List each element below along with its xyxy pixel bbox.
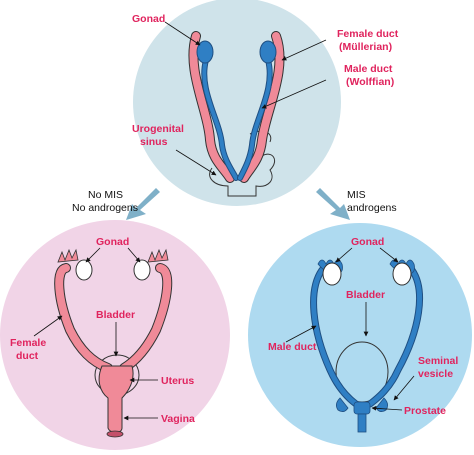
female-gonad-pointer-left (85, 247, 101, 263)
right-fimbriae (147, 248, 169, 263)
top-gonad-label: Gonad (132, 13, 165, 25)
top-male-duct-label-2: (Wolffian) (346, 76, 394, 88)
urogenital-pointer (175, 149, 217, 176)
female-gonad-label: Gonad (96, 236, 129, 248)
female-left-ovary (75, 259, 93, 281)
indifferent-stage-panel: Gonad Female duct (Müllerian) Male duct … (132, 0, 399, 206)
female-gonad-pointer-right (127, 247, 141, 263)
male-gonad-pointer-left (335, 247, 353, 263)
seminal-vesicle-pointer (393, 375, 415, 401)
right-arrow-label-2: androgens (347, 202, 397, 214)
left-seminal-vesicle (336, 397, 349, 412)
prostate-label: Prostate (404, 405, 446, 417)
female-duct-pointer (33, 315, 63, 337)
left-arrow-label-2: No androgens (72, 202, 138, 214)
male-gonad-label: Gonad (351, 236, 384, 248)
male-urethra (357, 413, 367, 433)
right-transition-arrow (316, 188, 350, 220)
seminal-vesicle-label-1: Seminal (418, 355, 458, 367)
top-female-duct-label-1: Female duct (337, 28, 399, 40)
male-stage-panel: Gonad Bladder Male duct Seminal vesicle … (248, 223, 472, 447)
male-gonad-pointer-right (379, 247, 399, 263)
top-female-duct-label-2: (Müllerian) (339, 41, 392, 53)
female-duct-pointer (281, 39, 327, 61)
left-arrow-label-1: No MIS (88, 189, 123, 201)
male-left-testis (322, 262, 342, 286)
right-arrow-label-1: MIS (347, 189, 366, 201)
male-right-testis (392, 262, 412, 286)
transition-arrows: No MIS No androgens MIS androgens (72, 188, 397, 220)
male-bladder-label: Bladder (346, 289, 385, 301)
female-vaginal-opening (106, 430, 124, 438)
top-male-duct-label-1: Male duct (344, 63, 393, 75)
urogenital-sinus-shape (209, 153, 275, 197)
male-duct-label: Male duct (268, 341, 317, 353)
male-duct-pointer (261, 79, 327, 109)
top-urogenital-label-1: Urogenital (132, 123, 184, 135)
right-gonad (259, 40, 277, 64)
seminal-vesicle-label-2: vesicle (418, 368, 453, 380)
left-gonad (196, 40, 214, 64)
vagina-label: Vagina (161, 413, 195, 425)
uterus-label: Uterus (161, 375, 194, 387)
prostate (353, 401, 371, 415)
gonad-pointer (164, 21, 201, 46)
female-bladder-label: Bladder (96, 309, 135, 321)
left-fimbriae (57, 248, 79, 263)
male-duct-pointer (285, 325, 317, 343)
female-duct-label-2: duct (16, 350, 39, 362)
female-duct-label-1: Female (10, 337, 46, 349)
left-transition-arrow (126, 188, 160, 220)
top-urogenital-label-2: sinus (140, 136, 168, 148)
top-background-circle (133, 0, 341, 206)
female-right-ovary (133, 259, 151, 281)
female-stage-panel: Gonad Bladder Female duct Uterus Vagina (0, 220, 230, 450)
prostate-pointer (371, 405, 403, 411)
